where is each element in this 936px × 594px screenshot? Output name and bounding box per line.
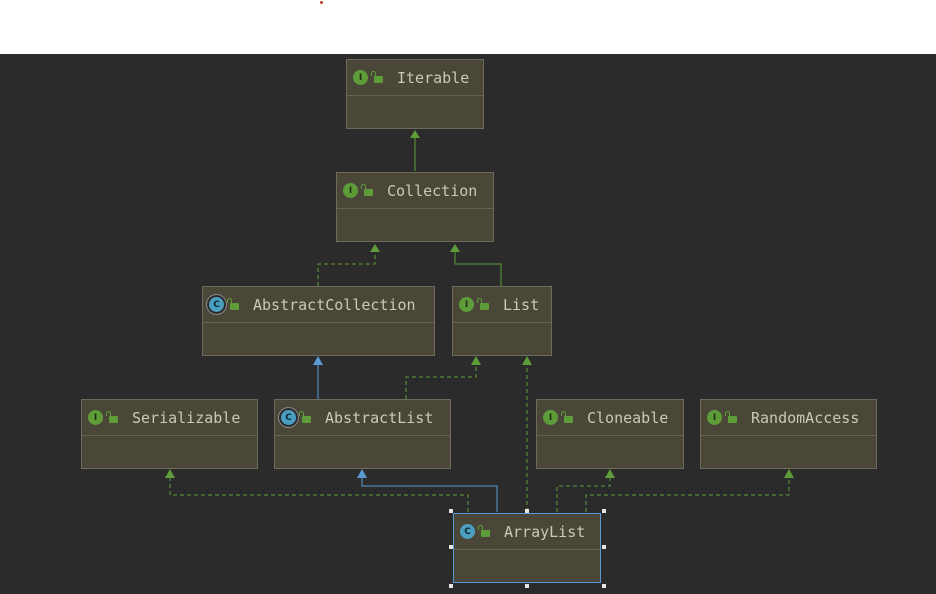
- public-visibility-icon: [361, 184, 373, 196]
- arrowhead: [313, 356, 323, 365]
- node-header: C AbstractCollection: [203, 287, 434, 323]
- node-header: I Iterable: [347, 60, 483, 96]
- arrowhead: [605, 469, 615, 478]
- arrowhead: [471, 356, 481, 365]
- interface-icon: I: [707, 410, 722, 425]
- abstract-class-icon: C: [281, 410, 296, 425]
- uml-node-randomaccess[interactable]: I RandomAccess: [700, 399, 877, 469]
- node-header: C AbstractList: [275, 400, 450, 436]
- marker-dot: [320, 1, 323, 4]
- node-header: I RandomAccess: [701, 400, 876, 436]
- selection-handle-bottom-left[interactable]: [449, 584, 453, 588]
- node-header: I Serializable: [82, 400, 257, 436]
- uml-node-serializable[interactable]: I Serializable: [81, 399, 258, 469]
- arrowhead: [370, 244, 380, 252]
- uml-node-arraylist[interactable]: C ArrayList: [453, 513, 601, 583]
- node-name: AbstractCollection: [253, 295, 416, 314]
- selection-handle-top-center[interactable]: [525, 509, 529, 513]
- abstract-class-icon: C: [209, 297, 224, 312]
- node-name: Collection: [387, 181, 478, 200]
- selection-handle-middle-left[interactable]: [449, 545, 453, 549]
- node-name: AbstractList: [325, 408, 434, 427]
- edge-arraylist-cloneable: [556, 469, 615, 512]
- arrowhead: [410, 130, 420, 138]
- uml-node-iterable[interactable]: I Iterable: [346, 59, 484, 129]
- relation-edges: [165, 130, 794, 512]
- edge-collection-iterable: [410, 130, 420, 171]
- edge-abstractcollection-collection: [317, 244, 380, 286]
- node-header: I Collection: [337, 173, 493, 209]
- uml-node-abstractcollection[interactable]: C AbstractCollection: [202, 286, 435, 356]
- uml-node-abstractlist[interactable]: C AbstractList: [274, 399, 451, 469]
- selection-handle-top-right[interactable]: [602, 509, 606, 513]
- interface-icon: I: [88, 410, 103, 425]
- selection-handle-bottom-right[interactable]: [602, 584, 606, 588]
- node-header: I Cloneable: [537, 400, 683, 436]
- node-name: Cloneable: [587, 408, 669, 427]
- selection-handle-top-left[interactable]: [449, 509, 453, 513]
- arrowhead: [450, 244, 460, 252]
- public-visibility-icon: [227, 298, 239, 310]
- interface-icon: I: [459, 297, 474, 312]
- uml-node-list[interactable]: I List: [452, 286, 552, 356]
- node-name: RandomAccess: [751, 408, 860, 427]
- arrowhead: [784, 469, 794, 478]
- node-header: I List: [453, 287, 551, 323]
- public-visibility-icon: [561, 411, 573, 423]
- public-visibility-icon: [371, 71, 383, 83]
- public-visibility-icon: [477, 298, 489, 310]
- class-icon: C: [460, 524, 475, 539]
- public-visibility-icon: [106, 411, 118, 423]
- interface-icon: I: [543, 410, 558, 425]
- edge-arraylist-serializable: [165, 469, 469, 512]
- selection-handle-middle-right[interactable]: [602, 545, 606, 549]
- arrowhead: [357, 469, 367, 478]
- top-margin: [0, 0, 936, 54]
- uml-node-collection[interactable]: I Collection: [336, 172, 494, 242]
- interface-icon: I: [353, 70, 368, 85]
- uml-node-cloneable[interactable]: I Cloneable: [536, 399, 684, 469]
- public-visibility-icon: [478, 525, 490, 537]
- selection-handle-bottom-center[interactable]: [525, 584, 529, 588]
- uml-diagram-canvas[interactable]: I Iterable I Collection C AbstractCollec…: [0, 54, 936, 594]
- node-name: Iterable: [397, 68, 470, 87]
- edge-abstractlist-list: [405, 356, 481, 399]
- arrowhead: [165, 469, 175, 478]
- arrowhead: [522, 356, 532, 365]
- edge-list-collection: [450, 244, 502, 286]
- public-visibility-icon: [299, 411, 311, 423]
- node-name: ArrayList: [504, 522, 586, 541]
- node-name: List: [503, 295, 540, 314]
- interface-icon: I: [343, 183, 358, 198]
- edge-abstractlist-abstractcollection: [313, 356, 323, 399]
- node-header: C ArrayList: [454, 514, 600, 550]
- edge-arraylist-list: [522, 356, 532, 512]
- node-name: Serializable: [132, 408, 241, 427]
- public-visibility-icon: [725, 411, 737, 423]
- edge-arraylist-randomaccess: [585, 469, 794, 512]
- edge-arraylist-abstractlist: [357, 469, 498, 512]
